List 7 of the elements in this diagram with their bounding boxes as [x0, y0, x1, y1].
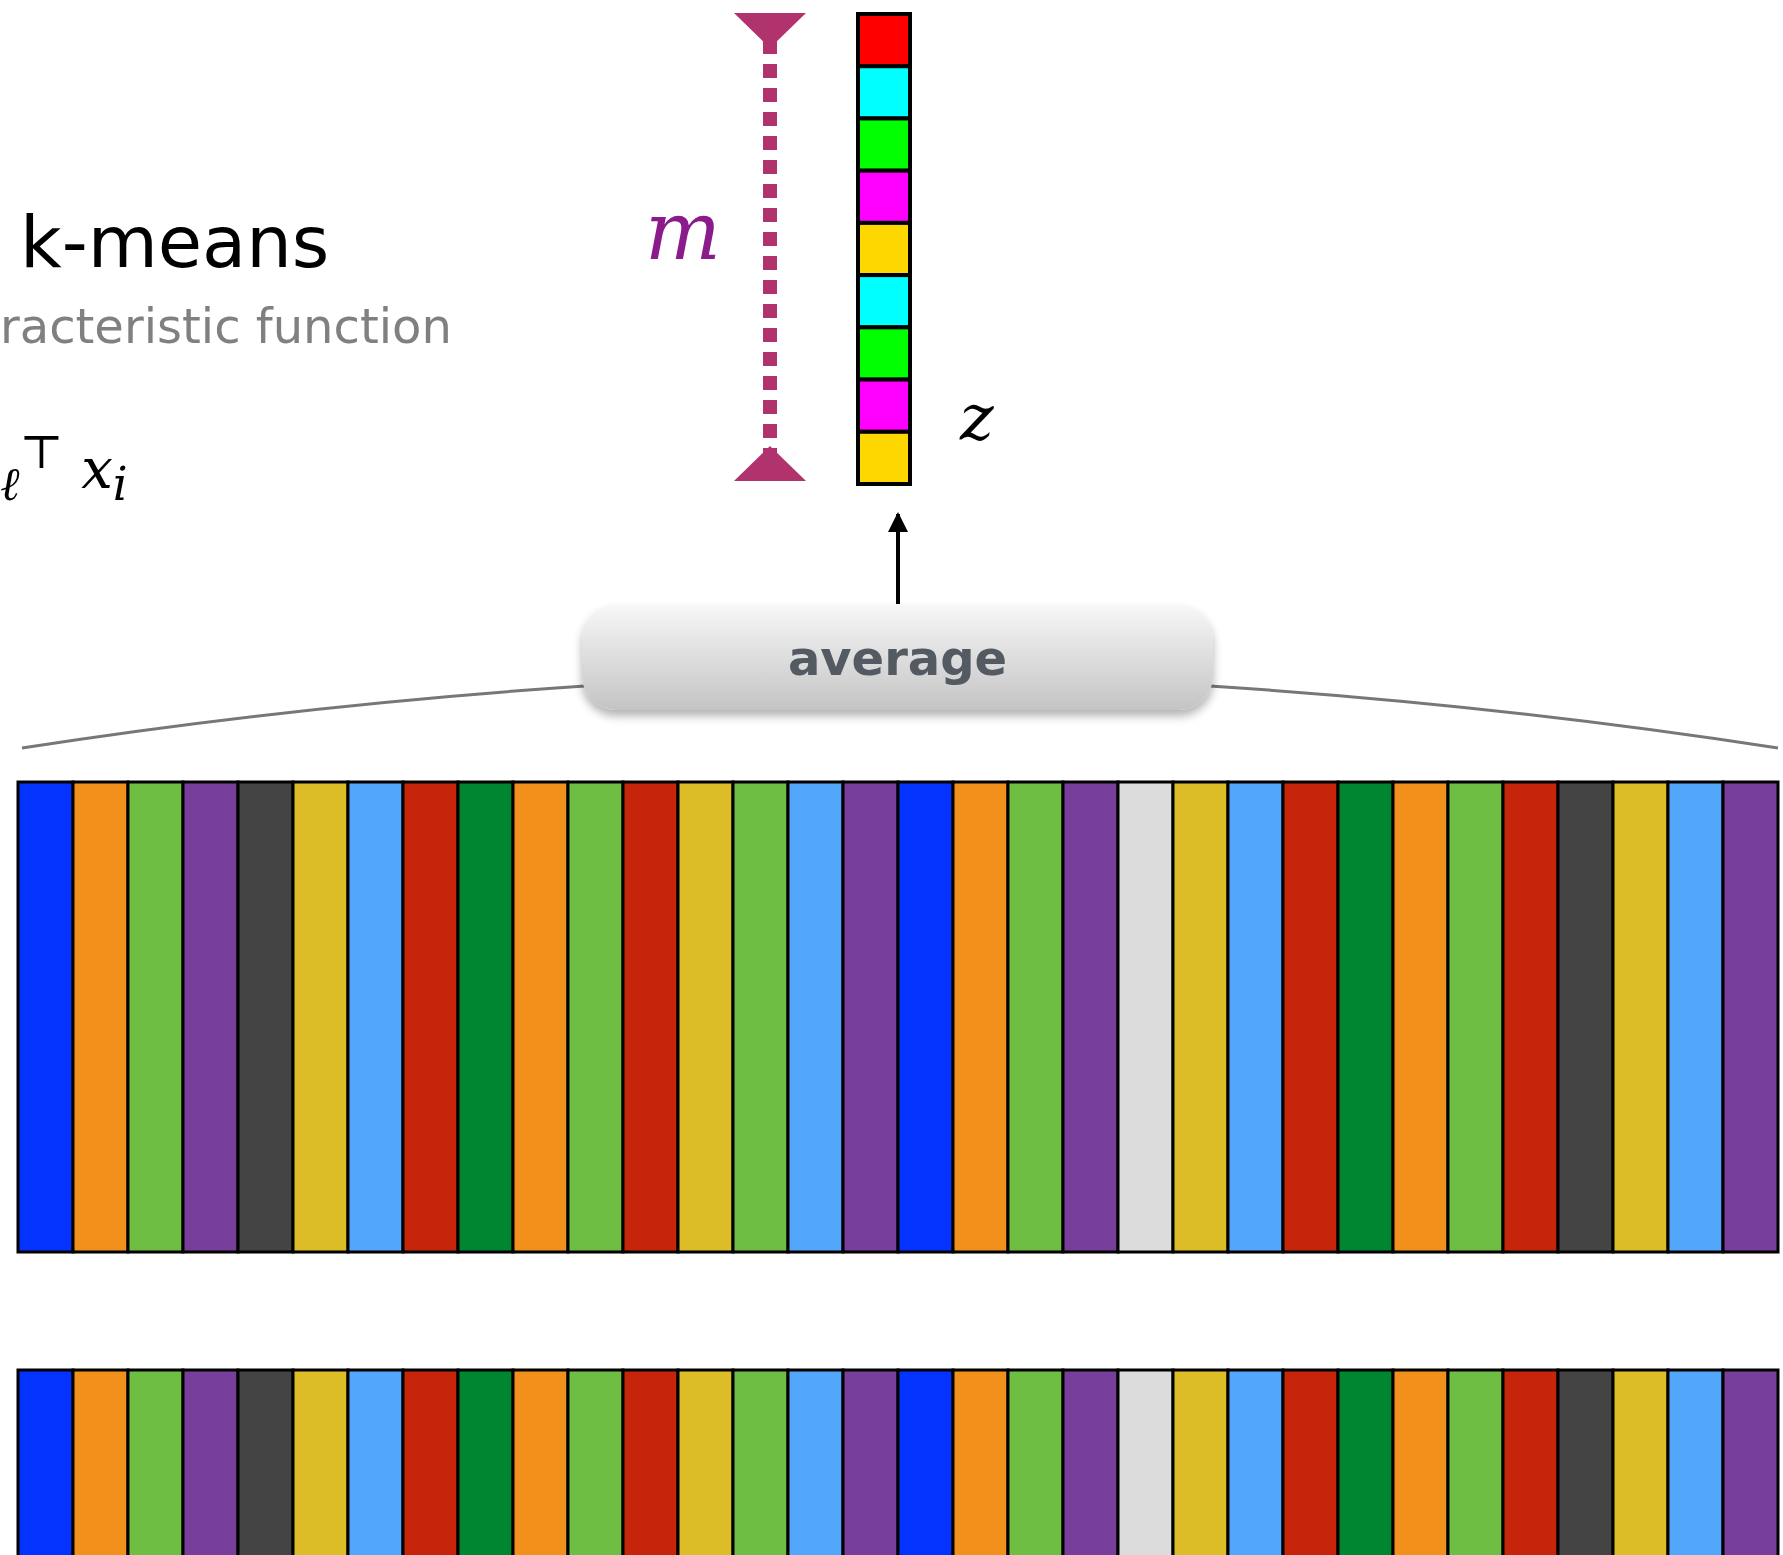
heading: k-means [20, 200, 330, 284]
process-box: average [582, 605, 1213, 710]
vector-bar [856, 12, 912, 486]
dimension-label: m [645, 185, 721, 278]
subheading: racteristic function [0, 298, 452, 354]
vector-label: z [960, 380, 994, 454]
arrow [888, 512, 908, 604]
